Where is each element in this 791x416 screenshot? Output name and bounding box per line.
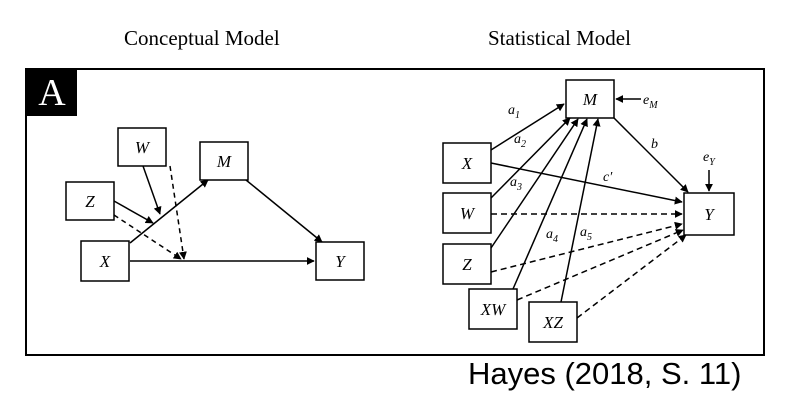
- statistical-label-z: Z: [462, 255, 472, 274]
- coef-a5-label: a5: [580, 225, 592, 243]
- conceptual-label-m: M: [216, 152, 232, 171]
- conceptual-box-w: [117, 127, 167, 167]
- statistical-label-w: W: [460, 204, 476, 223]
- statistical-path-c-prime: [490, 162, 683, 205]
- statistical-path-a4: [512, 118, 588, 290]
- conceptual-path-x-to-m: [129, 179, 209, 244]
- statistical-label-xw: XW: [480, 300, 507, 319]
- conceptual-model-heading: Conceptual Model: [124, 26, 280, 50]
- panel-label: A: [27, 70, 77, 116]
- citation: Hayes (2018, S. 11): [468, 356, 742, 391]
- statistical-box-m: [565, 79, 615, 119]
- statistical-label-x: X: [461, 154, 473, 173]
- conceptual-label-x: X: [99, 252, 111, 271]
- statistical-label-y: Y: [704, 205, 715, 224]
- statistical-path-b: [613, 117, 689, 193]
- statistical-path-xz-to-y: [576, 234, 687, 319]
- coef-a4-label: a4: [546, 227, 558, 245]
- conceptual-moderation-w-on-c: [169, 165, 187, 260]
- error-y-label: eY: [703, 150, 716, 168]
- statistical-path-a1: [490, 103, 565, 151]
- coef-b-label: b: [651, 137, 658, 152]
- statistical-box-xz: [528, 301, 578, 343]
- statistical-label-xz: XZ: [542, 313, 563, 332]
- conceptual-moderation-w-on-a: [142, 165, 162, 215]
- coef-a3-label: a3: [510, 175, 522, 193]
- coef-a1-label: a1: [508, 103, 520, 121]
- statistical-path-xw-to-y: [516, 229, 684, 301]
- statistical-box-w: [442, 192, 492, 234]
- figure-frame: [25, 68, 765, 356]
- conceptual-moderation-z-on-c: [113, 214, 182, 260]
- statistical-model-heading: Statistical Model: [488, 26, 631, 50]
- statistical-label-m: M: [582, 90, 598, 109]
- statistical-box-y: [683, 192, 735, 236]
- conceptual-box-x: [80, 240, 130, 282]
- statistical-path-a5: [560, 118, 601, 303]
- conceptual-label-y: Y: [335, 252, 346, 271]
- conceptual-box-y: [315, 241, 365, 281]
- error-m-label: eM: [643, 93, 658, 111]
- statistical-model: [442, 79, 735, 343]
- statistical-path-a2: [490, 117, 571, 199]
- conceptual-box-z: [65, 181, 115, 221]
- statistical-labels: M X W Y Z XW XZ: [460, 90, 715, 332]
- conceptual-label-z: Z: [85, 192, 95, 211]
- statistical-path-z-to-y: [490, 221, 683, 273]
- conceptual-model: [65, 127, 365, 282]
- coef-a2-label: a2: [514, 132, 526, 150]
- conceptual-labels: W M Z X Y: [85, 138, 346, 271]
- coefficient-labels: eM eY a1 a2 a3 a4 a5 b c′: [508, 93, 716, 245]
- conceptual-path-m-to-y: [245, 179, 323, 243]
- coef-c-prime-label: c′: [603, 170, 613, 185]
- statistical-path-a3: [490, 118, 579, 249]
- conceptual-label-w: W: [135, 138, 151, 157]
- conceptual-moderation-z-on-a: [113, 200, 154, 224]
- statistical-box-z: [442, 243, 492, 285]
- statistical-box-xw: [468, 288, 518, 330]
- conceptual-box-m: [199, 141, 249, 181]
